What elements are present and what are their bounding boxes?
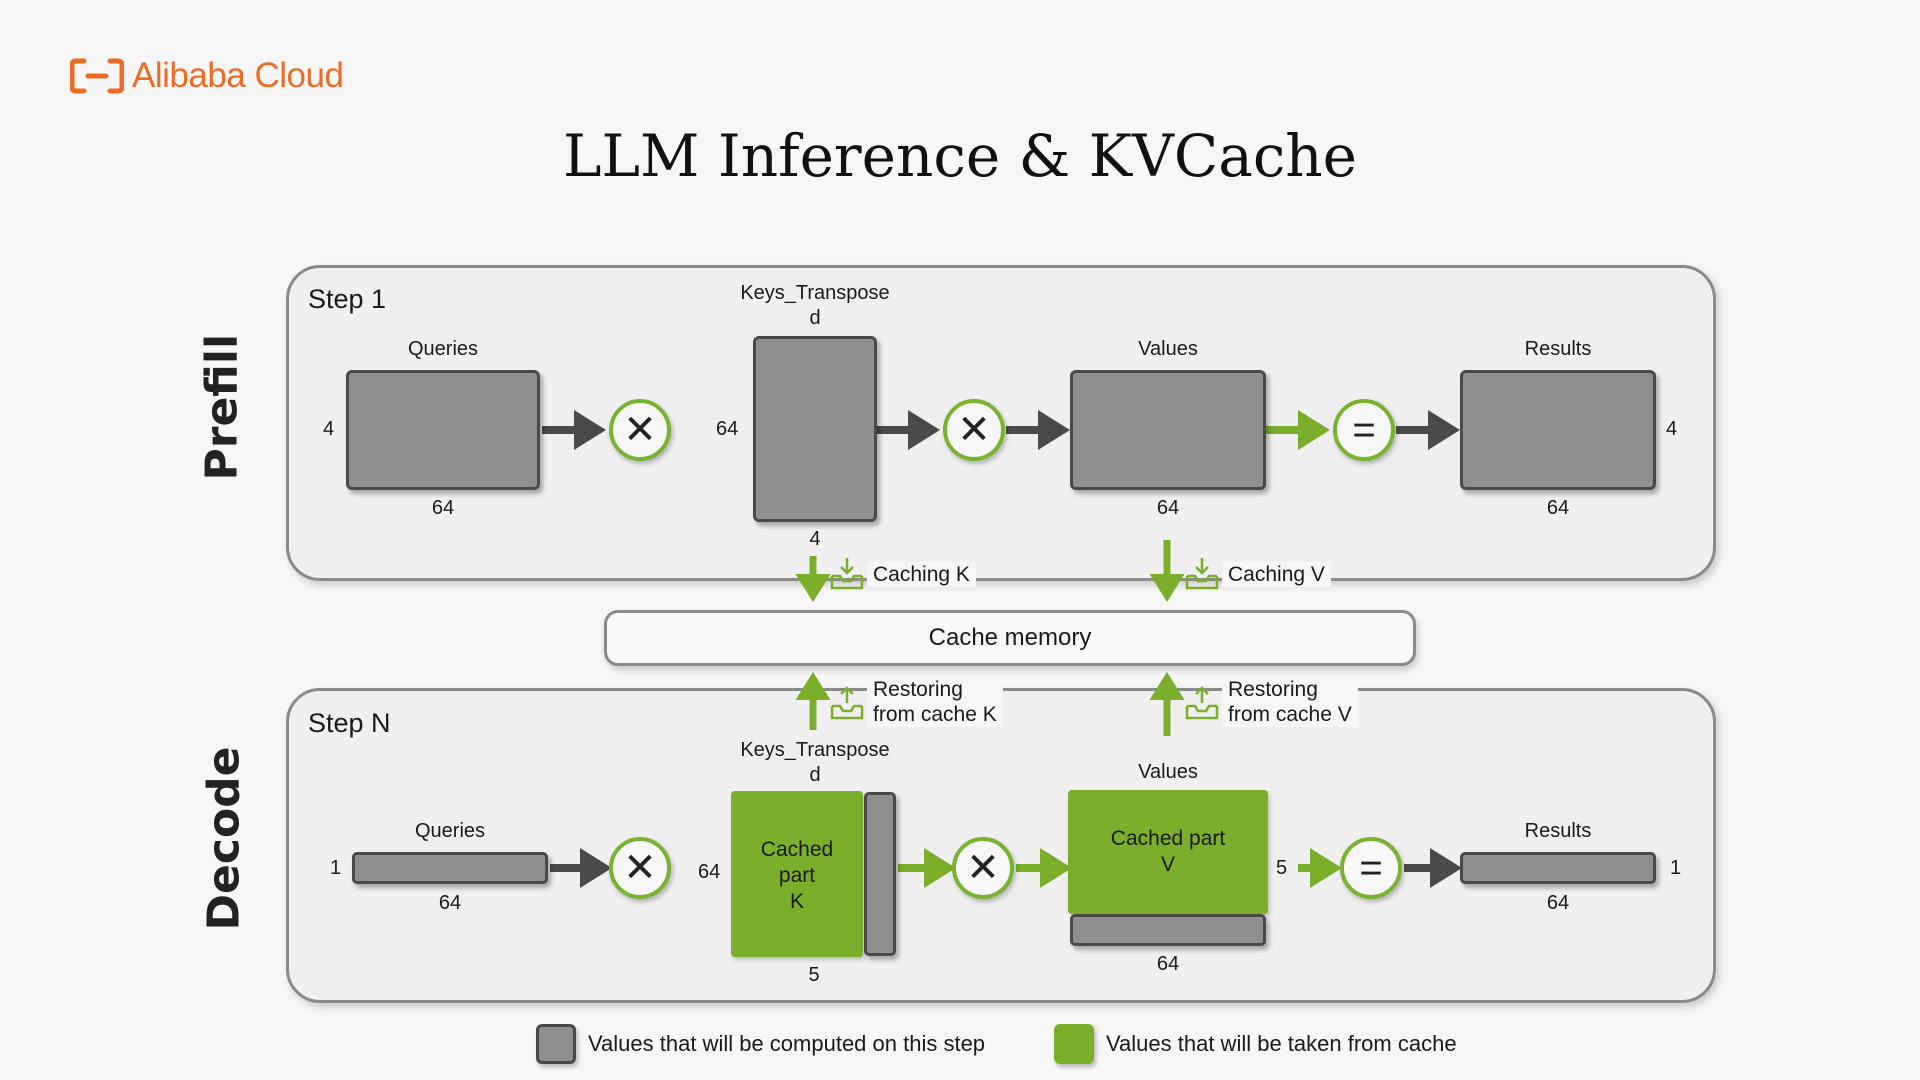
restoring-k-line2: from cache K	[873, 703, 997, 726]
decode-values-new-row	[1070, 914, 1266, 946]
decode-results-title: Results	[1524, 820, 1592, 842]
decode-values-cached-line1: Cached part	[1110, 827, 1226, 850]
download-tray-icon	[830, 558, 864, 590]
brand-name: Alibaba Cloud	[132, 56, 344, 95]
prefill-results-rows: 4	[1666, 418, 1678, 440]
prefill-keys-title-line1: Keys_Transpose	[740, 282, 890, 304]
decode-keys-cached-line1: Cached	[760, 838, 834, 861]
restoring-k-line1: Restoring	[873, 678, 963, 701]
restoring-v-line1: Restoring	[1228, 678, 1318, 701]
decode-side-label: Decode	[198, 746, 250, 931]
prefill-keys-title: Keys_Transpose d	[722, 281, 908, 331]
prefill-keys-cols: 4	[809, 528, 821, 550]
decode-keys-cached-line3: K	[789, 890, 804, 913]
page-title: LLM Inference & KVCache	[563, 122, 1357, 190]
decode-multiply-2: ✕	[952, 837, 1014, 899]
prefill-side-label: Prefill	[196, 333, 248, 481]
decode-queries-rows: 1	[330, 857, 342, 879]
decode-results-matrix	[1460, 852, 1656, 884]
decode-queries-title: Queries	[414, 820, 486, 842]
prefill-multiply-1: ✕	[609, 399, 671, 461]
upload-tray-icon	[830, 686, 864, 720]
prefill-values-cols: 64	[1156, 497, 1180, 519]
restoring-v-line2: from cache V	[1228, 703, 1352, 726]
decode-multiply-1: ✕	[609, 837, 671, 899]
decode-results-rows: 1	[1670, 857, 1682, 879]
decode-values-cached-line2: V	[1160, 853, 1175, 876]
decode-queries-matrix	[352, 852, 548, 884]
legend-cached: Values that will be taken from cache	[1054, 1024, 1457, 1064]
caching-k-label: Caching K	[867, 562, 976, 587]
legend-computed-swatch	[536, 1024, 576, 1064]
prefill-results-cols: 64	[1546, 497, 1570, 519]
prefill-step-label: Step 1	[308, 284, 387, 314]
cache-memory-box: Cache memory	[604, 610, 1416, 666]
decode-equals: =	[1340, 837, 1402, 899]
upload-tray-icon	[1185, 686, 1219, 720]
prefill-keys-matrix	[753, 336, 877, 522]
prefill-values-title: Values	[1138, 338, 1198, 360]
prefill-multiply-2: ✕	[943, 399, 1005, 461]
decode-results-cols: 64	[1546, 892, 1570, 914]
decode-values-rows: 5	[1276, 857, 1288, 879]
decode-keys-cols: 5	[808, 964, 820, 986]
alibaba-cloud-logo-icon	[70, 58, 124, 94]
decode-keys-cached-line2: part	[778, 864, 816, 887]
decode-values-cached-part: Cached part V	[1068, 790, 1268, 914]
decode-values-title: Values	[1138, 761, 1198, 783]
legend-computed-label: Values that will be computed on this ste…	[588, 1031, 986, 1056]
decode-keys-cached-part: Cached part K	[731, 791, 863, 957]
prefill-queries-matrix	[346, 370, 540, 490]
decode-keys-new-column	[864, 792, 896, 956]
decode-step-label: Step N	[308, 708, 391, 738]
download-tray-icon	[1185, 558, 1219, 590]
decode-queries-cols: 64	[438, 892, 462, 914]
prefill-keys-rows: 64	[716, 418, 739, 440]
legend-computed: Values that will be computed on this ste…	[536, 1024, 985, 1064]
prefill-queries-cols: 64	[431, 497, 455, 519]
decode-keys-title: Keys_Transpose d	[722, 738, 908, 788]
prefill-equals: =	[1333, 399, 1395, 461]
legend-cached-swatch	[1054, 1024, 1094, 1064]
decode-keys-title-line2: d	[809, 764, 821, 786]
legend-cached-label: Values that will be taken from cache	[1106, 1031, 1457, 1056]
decode-values-cols: 64	[1156, 953, 1180, 975]
prefill-queries-title: Queries	[407, 338, 479, 360]
prefill-results-title: Results	[1524, 338, 1592, 360]
decode-keys-rows: 64	[698, 861, 721, 883]
prefill-results-matrix	[1460, 370, 1656, 490]
brand-logo: Alibaba Cloud	[70, 56, 344, 96]
prefill-queries-rows: 4	[323, 418, 335, 440]
restoring-k-label: Restoring from cache K	[867, 677, 1003, 727]
prefill-keys-title-line2: d	[809, 307, 821, 329]
restoring-v-label: Restoring from cache V	[1222, 677, 1358, 727]
decode-keys-title-line1: Keys_Transpose	[740, 739, 890, 761]
caching-v-label: Caching V	[1222, 562, 1331, 587]
prefill-values-matrix	[1070, 370, 1266, 490]
